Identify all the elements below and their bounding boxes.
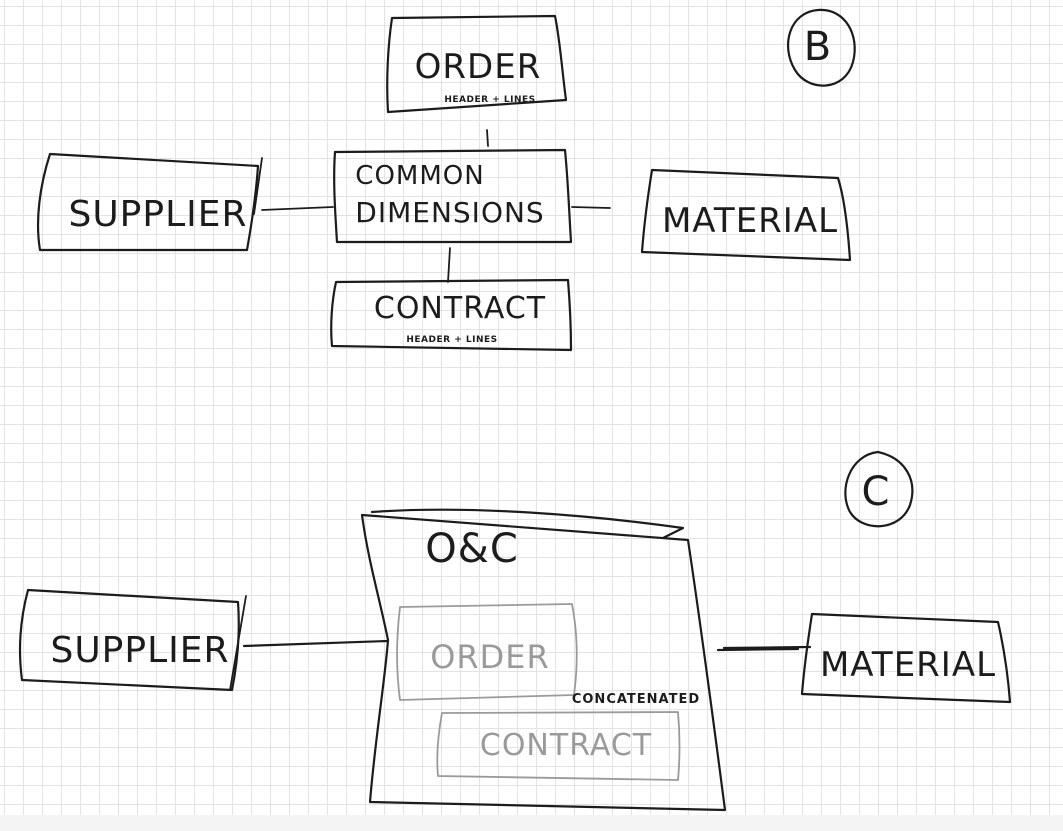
material-box-c: MATERIAL <box>800 612 1012 704</box>
connector-common-contract <box>447 247 451 283</box>
oc-order-box: ORDER <box>396 603 578 701</box>
bottom-strip <box>0 815 1063 831</box>
supplier-box-c: SUPPLIER <box>18 588 247 692</box>
common-dimensions-line2: DIMENSIONS <box>355 196 544 229</box>
oc-contract-title: CONTRACT <box>480 728 652 763</box>
oc-container: O&C <box>360 508 727 812</box>
common-dimensions-line1: COMMON <box>355 161 484 191</box>
section-b-label: B <box>786 8 856 87</box>
supplier-title: SUPPLIER <box>68 194 247 235</box>
connector-common-material <box>571 206 611 209</box>
oc-order-title: ORDER <box>430 638 550 676</box>
connector-supplier-oc <box>242 639 390 648</box>
connector-supplier-common <box>261 206 334 211</box>
connector-order-common <box>486 129 489 147</box>
order-box: ORDER HEADER + LINES <box>386 14 568 114</box>
material-box: MATERIAL <box>640 168 852 262</box>
section-b-letter: B <box>804 24 832 70</box>
section-c-label: C <box>844 450 914 528</box>
material-title: MATERIAL <box>662 201 838 241</box>
supplier-c-title: SUPPLIER <box>50 630 229 671</box>
concatenated-note: CONCATENATED <box>572 692 700 707</box>
order-title: ORDER <box>415 47 542 87</box>
material-c-title: MATERIAL <box>820 645 996 685</box>
connector-oc-material <box>716 645 812 652</box>
contract-title: CONTRACT <box>374 291 546 326</box>
oc-contract-box: CONTRACT <box>436 711 681 781</box>
order-subtitle: HEADER + LINES <box>444 95 535 105</box>
supplier-box: SUPPLIER <box>36 152 263 252</box>
section-c-letter: C <box>862 469 891 515</box>
common-dimensions-box: COMMON DIMENSIONS <box>333 148 573 244</box>
section-b: B ORDER HEADER + LINES COMMON DIMENSIONS… <box>36 8 856 352</box>
section-c: C O&C ORDER CONTRACT CONCATENATED SUPPLI… <box>18 450 1012 812</box>
contract-box: CONTRACT HEADER + LINES <box>330 278 573 352</box>
oc-title: O&C <box>425 526 519 572</box>
contract-subtitle: HEADER + LINES <box>406 335 497 345</box>
